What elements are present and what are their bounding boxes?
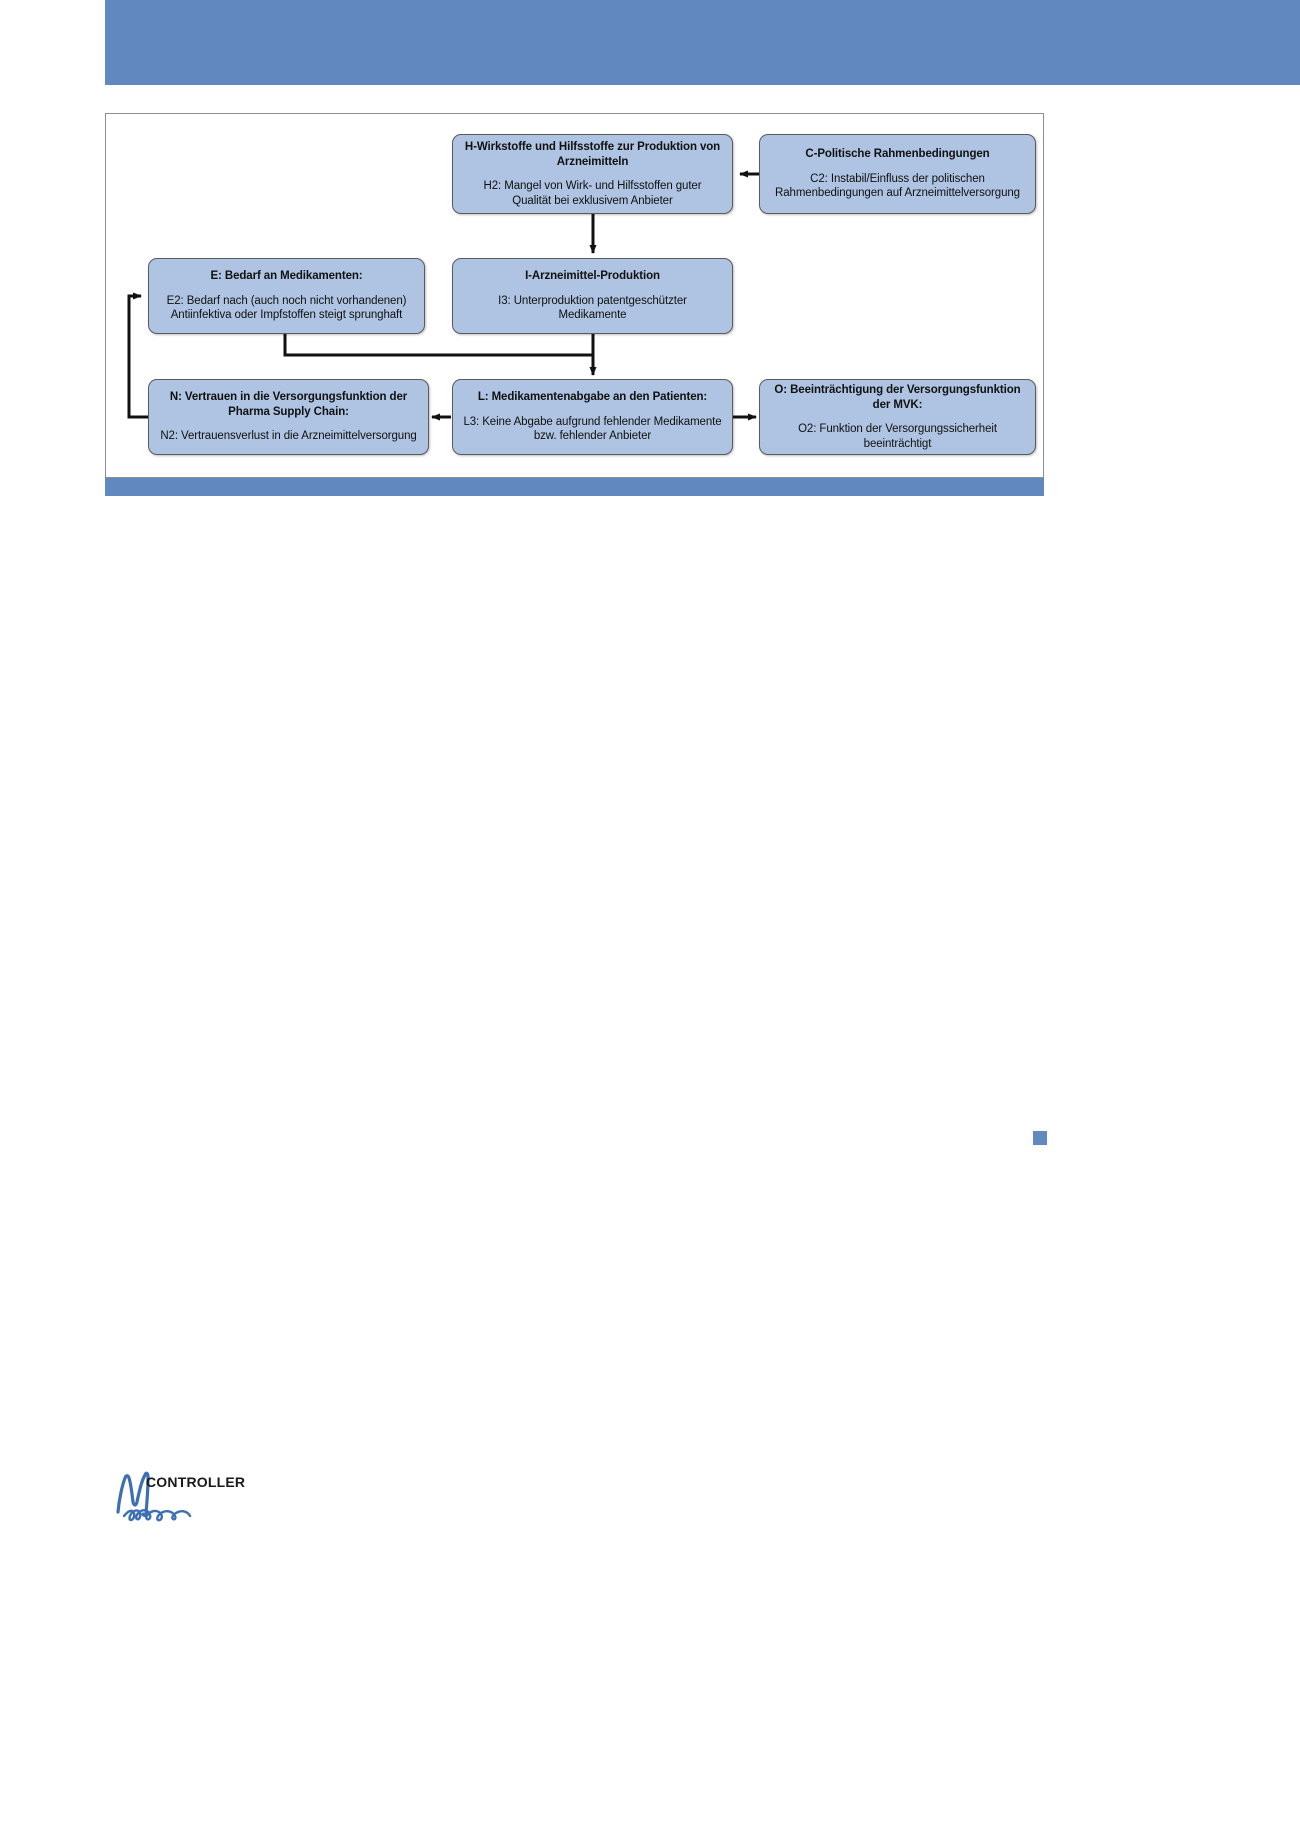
node-h-body: H2: Mangel von Wirk- und Hilfsstoffen gu… xyxy=(483,180,702,207)
node-c-title: C-Politische Rahmenbedingungen xyxy=(805,148,990,161)
logo-m-stroke xyxy=(116,1471,150,1517)
node-c-body: C2: Instabil/Einfluss der politischen Ra… xyxy=(775,172,1020,200)
node-h-title: H-Wirkstoffe und Hilfsstoffe zur Produkt… xyxy=(464,141,721,168)
node-c-politische-rahmenbedingungen[interactable]: C-Politische Rahmenbedingungen C2: Insta… xyxy=(759,134,1036,214)
logo-script-stroke xyxy=(122,1509,192,1522)
node-n-title: N: Vertrauen in die Versorgungsfunktion … xyxy=(169,391,408,418)
node-h-wirkstoffe[interactable]: H-Wirkstoffe und Hilfsstoffe zur Produkt… xyxy=(452,134,733,214)
node-e-body: E2: Bedarf nach (auch noch nicht vorhand… xyxy=(166,294,407,322)
node-l-body: L3: Keine Abgabe aufgrund fehlender Medi… xyxy=(463,415,722,443)
node-o-title: O: Beeinträchtigung der Versorgungsfunkt… xyxy=(774,384,1021,411)
logo-word-top: CONTROLLER xyxy=(146,1474,245,1490)
decorative-square-marker xyxy=(1033,1131,1047,1145)
node-i-title: I-Arzneimittel-Produktion xyxy=(525,270,660,283)
node-l-medikamentenabgabe[interactable]: L: Medikamentenabgabe an den Patienten: … xyxy=(452,379,733,455)
node-i-arzneimittel-produktion[interactable]: I-Arzneimittel-Produktion I3: Unterprodu… xyxy=(452,258,733,334)
node-o-beeintraechtigung-versorgungsfunktion[interactable]: O: Beeinträchtigung der Versorgungsfunkt… xyxy=(759,379,1036,455)
node-e-title: E: Bedarf an Medikamenten: xyxy=(210,270,363,283)
node-e-bedarf-an-medikamenten[interactable]: E: Bedarf an Medikamenten: E2: Bedarf na… xyxy=(148,258,425,334)
page-footer-bar xyxy=(105,478,1044,496)
node-o-body: O2: Funktion der Versorgungssicherheit b… xyxy=(798,423,997,450)
controller-magazin-logo: CONTROLLER Magazin xyxy=(116,1471,245,1522)
page-header-bar xyxy=(105,0,1300,85)
node-l-title: L: Medikamentenabgabe an den Patienten: xyxy=(477,391,708,404)
node-n-body: N2: Vertrauensverlust in die Arzneimitte… xyxy=(160,430,417,443)
node-i-body: I3: Unterproduktion patentgeschützter Me… xyxy=(498,294,687,322)
node-n-vertrauen-supply-chain[interactable]: N: Vertrauen in die Versorgungsfunktion … xyxy=(148,379,429,455)
